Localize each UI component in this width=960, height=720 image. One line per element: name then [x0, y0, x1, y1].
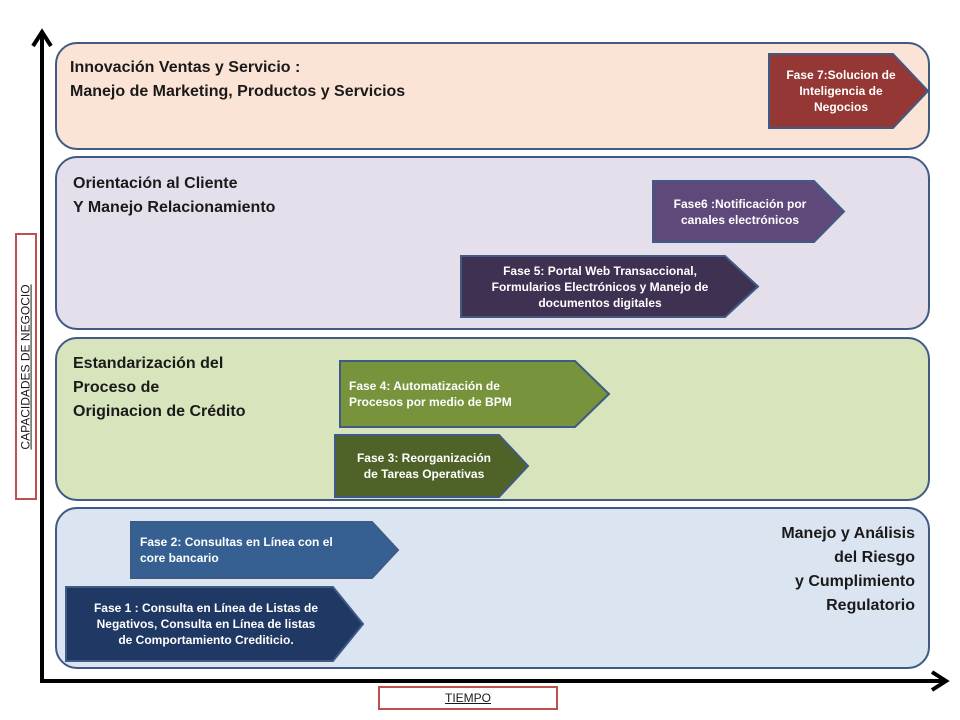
- band-orientacion-line-2: Y Manejo Relacionamiento: [73, 199, 276, 216]
- x-axis-arrow: [930, 670, 950, 692]
- x-axis-label: TIEMPO: [378, 686, 558, 710]
- band-innovacion-line-1: Innovación Ventas y Servicio :: [70, 59, 301, 76]
- phase-2-line-2: core bancario: [140, 551, 219, 565]
- band-riesgo-line-4: Regulatorio: [826, 597, 915, 614]
- band-orientacion-line-1: Orientación al Cliente: [73, 175, 238, 192]
- phase-7-line-1: Fase 7:Solucion de: [786, 68, 896, 82]
- phase-5-line-2: Formularios Electrónicos y Manejo de: [491, 279, 709, 294]
- band-estandarizacion-title: Estandarización del Proceso de Originaci…: [73, 352, 245, 424]
- phase-4-line-1: Fase 4: Automatización de: [349, 379, 500, 393]
- phase-6-line-2: canales electrónicos: [680, 212, 800, 227]
- phase-3-line-1: Fase 3: Reorganización: [356, 451, 492, 465]
- band-estandarizacion-line-2: Proceso de: [73, 379, 160, 396]
- y-axis-label: CAPACIDADES DE NEGOCIO: [15, 233, 37, 500]
- phase-2-arrow: Fase 2: Consultas en Línea con el core b…: [130, 521, 400, 579]
- phase-1-line-1: Fase 1 : Consulta en Línea de Listas de: [93, 601, 319, 615]
- band-orientacion-title: Orientación al Cliente Y Manejo Relacion…: [73, 172, 275, 220]
- phase-5-arrow: Fase 5: Portal Web Transaccional, Formul…: [460, 255, 760, 318]
- y-axis-arrow: [31, 28, 53, 48]
- phase-1-line-2: Negativos, Consulta en Línea de listas: [96, 617, 316, 631]
- band-riesgo-line-2: del Riesgo: [834, 549, 915, 566]
- phase-5-line-3: documentos digitales: [538, 295, 662, 310]
- x-axis-label-text: TIEMPO: [444, 691, 491, 705]
- phase-6-arrow: Fase6 :Notificación por canales electrón…: [652, 180, 846, 243]
- phase-3-arrow: Fase 3: Reorganización de Tareas Operati…: [334, 434, 530, 498]
- phase-4-line-2: Procesos por medio de BPM: [349, 395, 512, 409]
- phase-1-line-3: de Comportamiento Crediticio.: [118, 633, 294, 647]
- phase-1-arrow: Fase 1 : Consulta en Línea de Listas de …: [65, 586, 365, 662]
- phase-3-line-2: de Tareas Operativas: [363, 467, 485, 481]
- band-innovacion-line-2: Manejo de Marketing, Productos y Servici…: [70, 83, 406, 100]
- phase-5-line-1: Fase 5: Portal Web Transaccional,: [503, 263, 697, 278]
- band-riesgo-line-3: y Cumplimiento: [794, 573, 915, 590]
- band-innovacion-title: Innovación Ventas y Servicio : Manejo de…: [70, 56, 405, 104]
- phase-7-line-3: Negocios: [813, 100, 868, 114]
- band-estandarizacion-line-1: Estandarización del: [73, 355, 224, 372]
- phase-7-line-2: Inteligencia de: [799, 84, 883, 98]
- phase-6-line-1: Fase6 :Notificación por: [673, 196, 807, 211]
- phase-7-arrow: Fase 7:Solucion de Inteligencia de Negoc…: [768, 53, 930, 129]
- band-riesgo-title: Manejo y Análisis del Riesgo y Cumplimie…: [700, 522, 915, 618]
- phase-4-arrow: Fase 4: Automatización de Procesos por m…: [339, 360, 611, 428]
- band-riesgo-line-1: Manejo y Análisis: [781, 525, 915, 542]
- y-axis-label-text: CAPACIDADES DE NEGOCIO: [19, 283, 34, 450]
- band-estandarizacion-line-3: Originacion de Crédito: [73, 403, 246, 420]
- phase-2-line-1: Fase 2: Consultas en Línea con el: [140, 535, 333, 549]
